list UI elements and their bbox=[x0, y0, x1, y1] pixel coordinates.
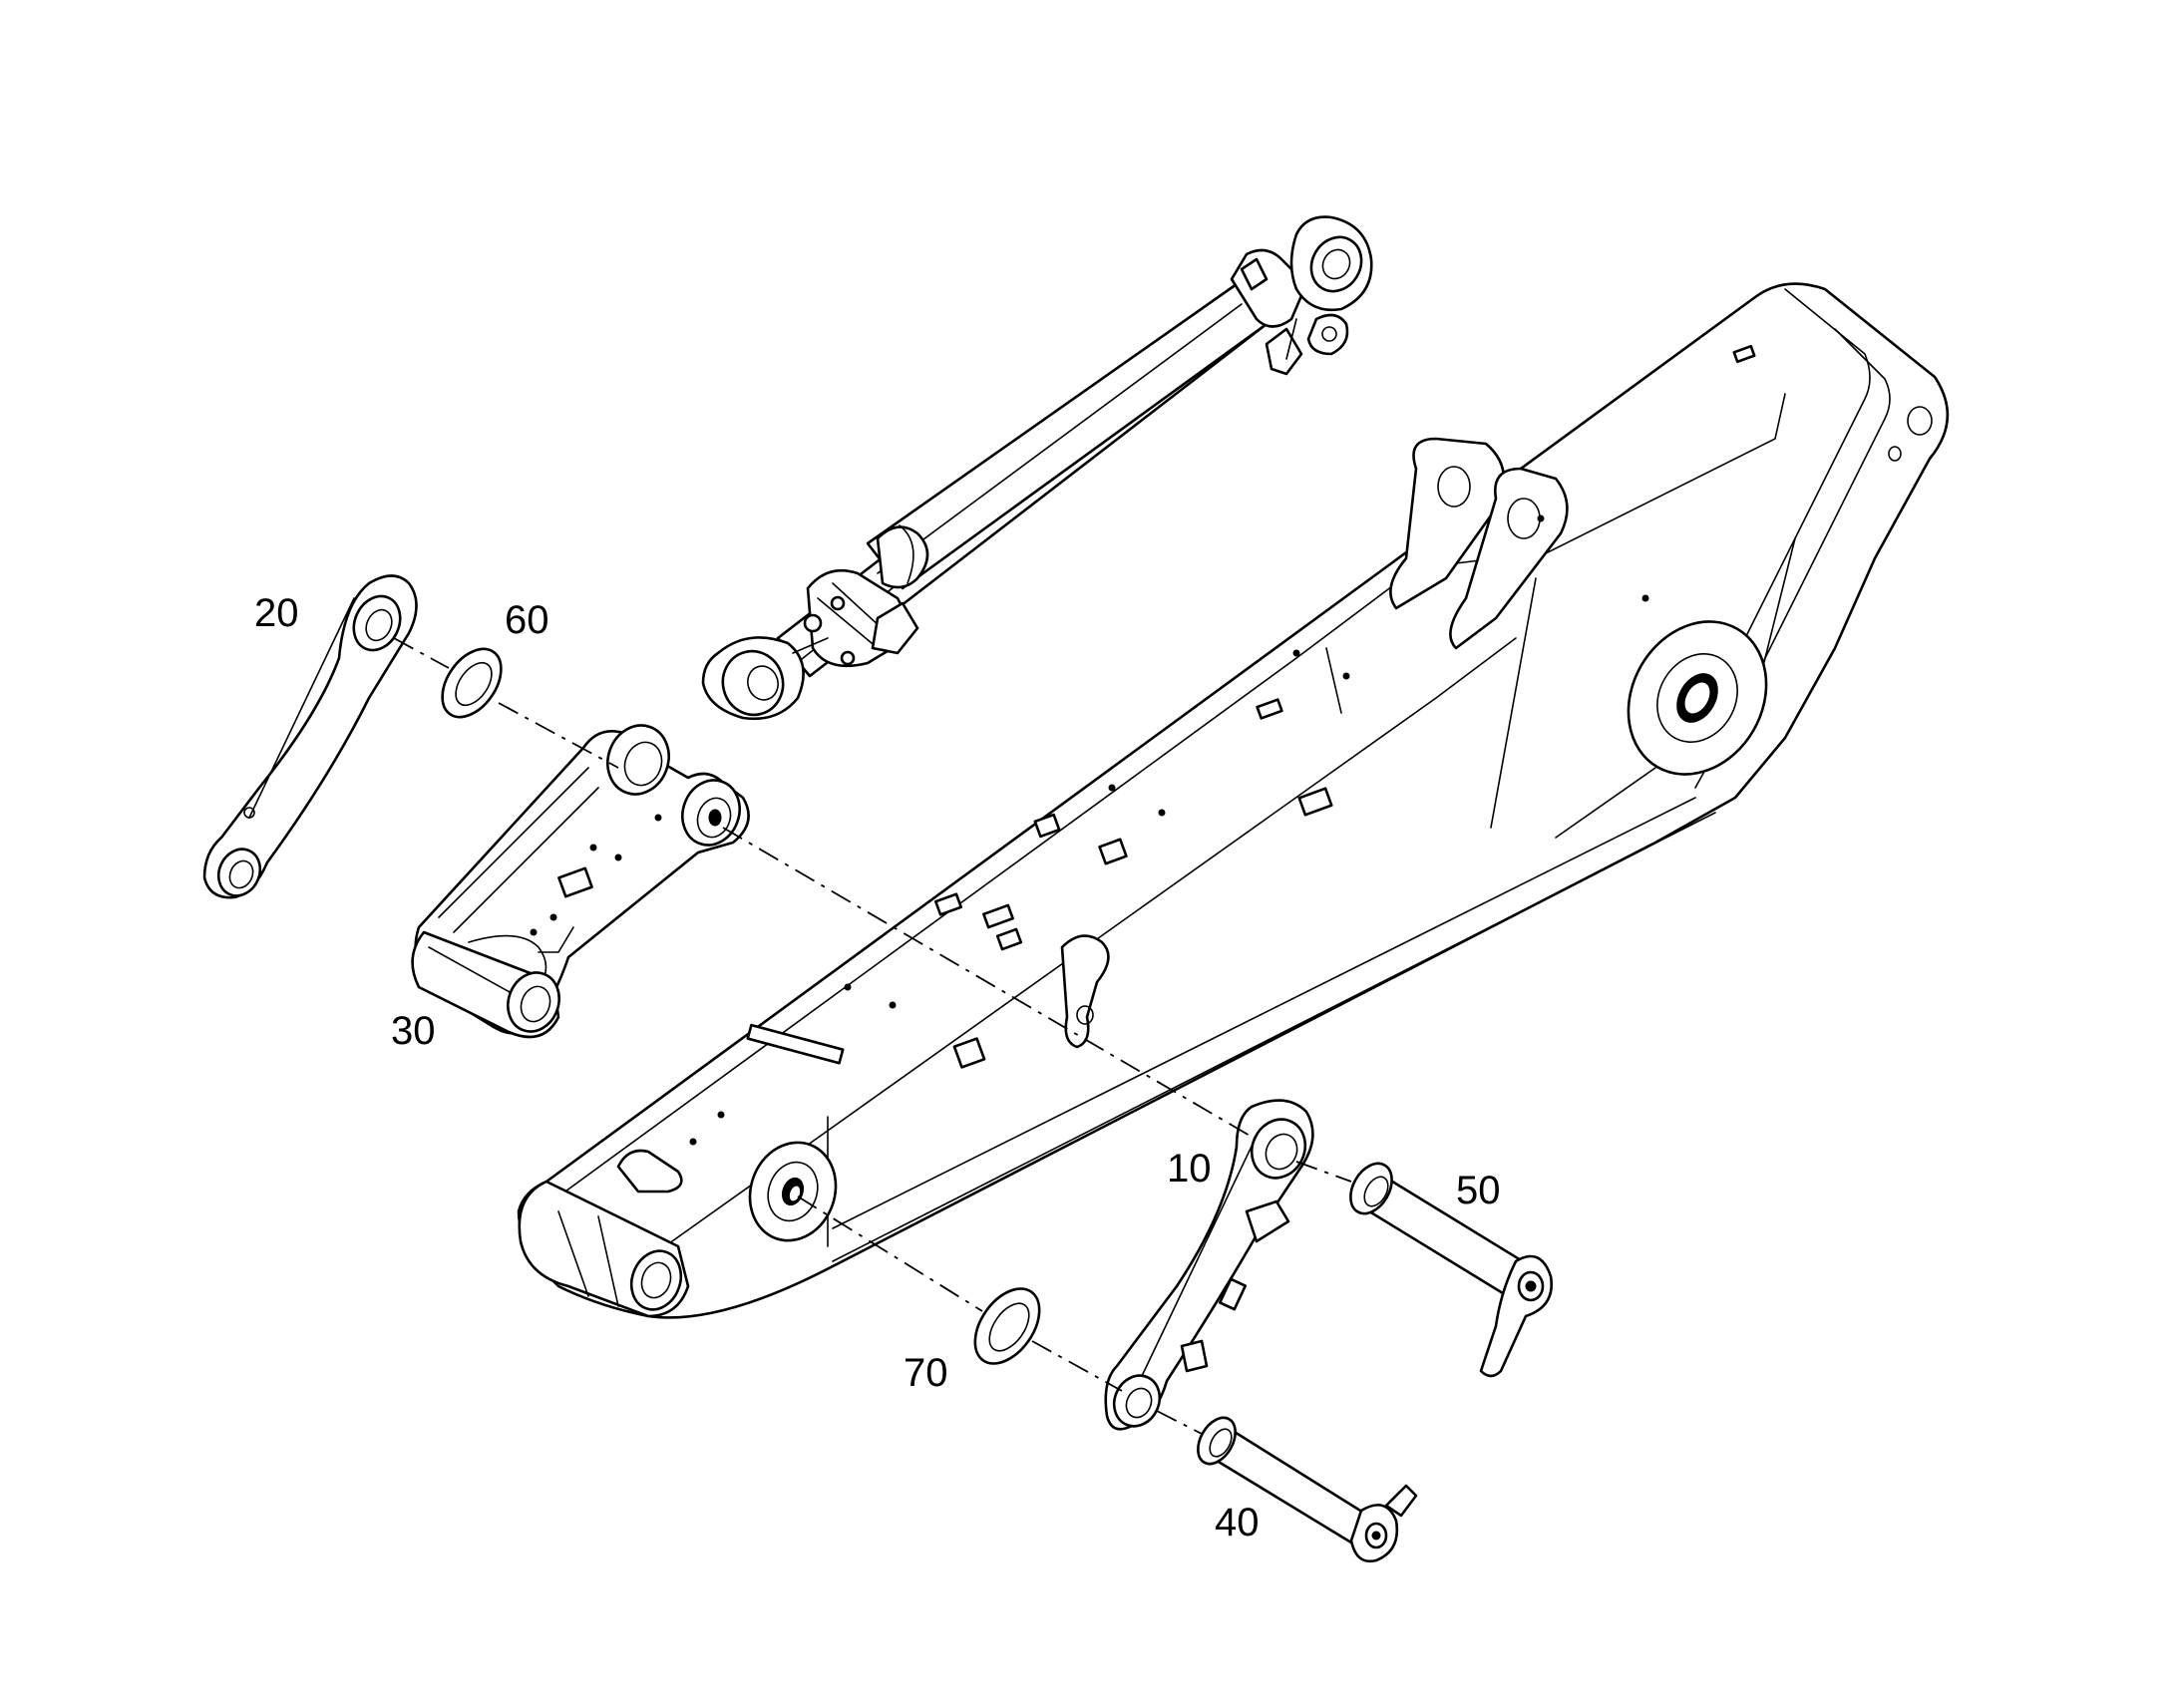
part-70-washer bbox=[973, 1287, 1041, 1365]
callout-50: 50 bbox=[1456, 1169, 1501, 1212]
part-20-link bbox=[202, 574, 418, 899]
part-50-pin bbox=[1349, 1162, 1554, 1378]
boom-arm bbox=[517, 282, 1950, 1319]
part-30-h-link bbox=[411, 724, 750, 1039]
callout-60: 60 bbox=[505, 598, 549, 642]
callout-30: 30 bbox=[391, 1009, 436, 1053]
callout-20: 20 bbox=[254, 591, 299, 635]
part-40-pin bbox=[1197, 1416, 1418, 1563]
callout-40: 40 bbox=[1215, 1501, 1260, 1544]
assembly-centerlines bbox=[393, 637, 1352, 1435]
part-60-washer bbox=[441, 647, 503, 719]
callout-70: 70 bbox=[904, 1351, 948, 1395]
callout-10: 10 bbox=[1167, 1147, 1212, 1191]
part-10-link bbox=[1104, 1099, 1314, 1431]
hydraulic-cylinder bbox=[701, 215, 1373, 721]
